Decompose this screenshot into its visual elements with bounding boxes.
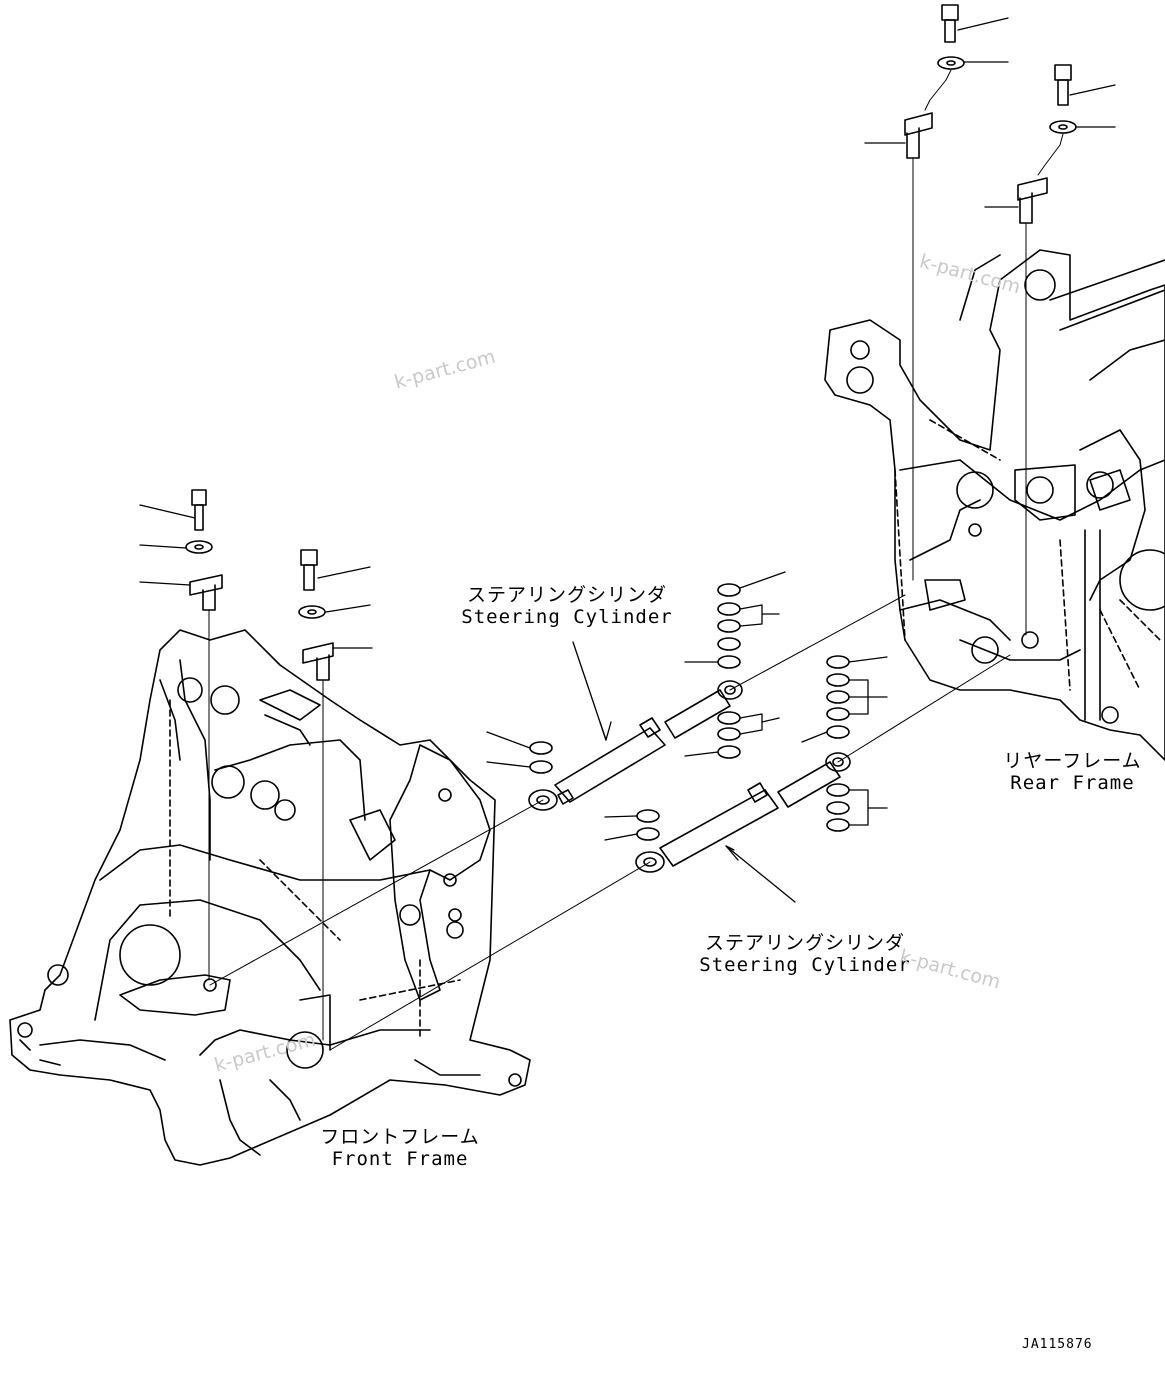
- rear-right-pin-assembly: [1017, 64, 1077, 636]
- front-right-pin-assembly: [298, 549, 334, 1041]
- front-frame-label-ja: フロントフレーム: [320, 1126, 480, 1148]
- rear-frame-label: リヤーフレーム Rear Frame: [1000, 750, 1145, 794]
- leader-lines: [139, 17, 1116, 903]
- front-frame-drawing: [9, 629, 531, 1166]
- drawing-code: JA115876: [1022, 1337, 1093, 1352]
- upper-steering-cylinder-drawing: [209, 594, 906, 986]
- rear-frame-drawing: [824, 249, 1165, 761]
- lower-cylinder-ring-stack: [636, 655, 850, 841]
- lower-steering-cylinder-label-ja: ステアリングシリンダ: [704, 932, 905, 954]
- front-frame-label-en: Front Frame: [331, 1148, 469, 1170]
- lower-steering-cylinder-label-en: Steering Cylinder: [699, 954, 911, 976]
- rear-frame-label-en: Rear Frame: [1010, 772, 1135, 794]
- rear-frame-label-ja: リヤーフレーム: [1003, 750, 1142, 772]
- front-left-pin-assembly: [185, 489, 223, 981]
- upper-steering-cylinder-label: ステアリングシリンダ Steering Cylinder: [452, 584, 682, 628]
- front-frame-label: フロントフレーム Front Frame: [320, 1126, 480, 1170]
- upper-steering-cylinder-label-ja: ステアリングシリンダ: [466, 584, 667, 606]
- rear-left-pin-assembly: [904, 4, 965, 581]
- lower-steering-cylinder-label: ステアリングシリンダ Steering Cylinder: [690, 932, 920, 976]
- upper-steering-cylinder-label-en: Steering Cylinder: [461, 606, 673, 628]
- lower-steering-cylinder-drawing: [329, 654, 1011, 1051]
